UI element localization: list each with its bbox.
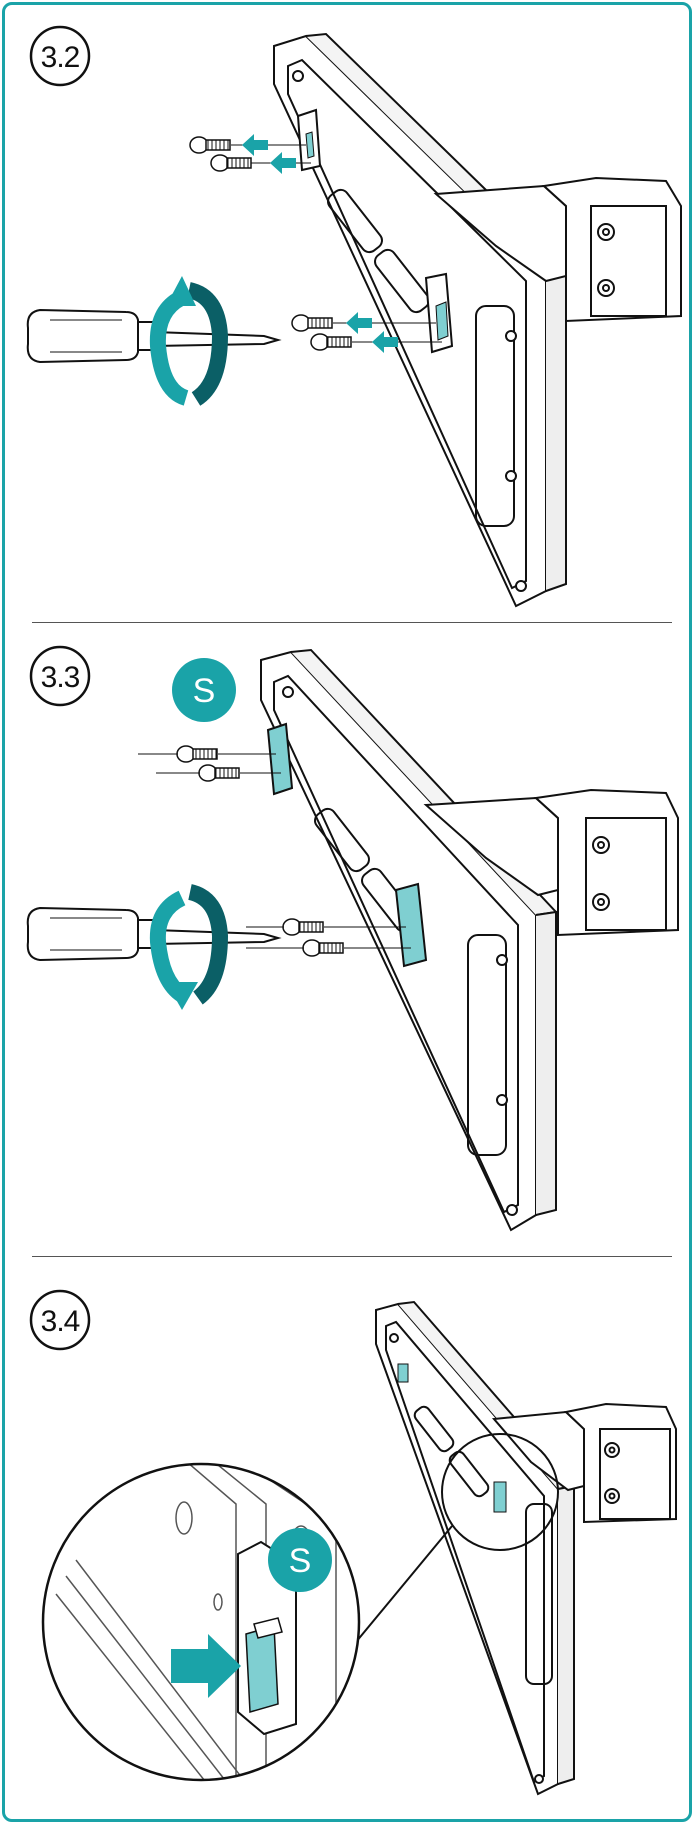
step-panel-3-4: 3.4 [6, 1264, 692, 1820]
s-badge-label: S [289, 1542, 312, 1580]
screw-icon [189, 136, 252, 172]
screwdriver-icon [26, 906, 282, 962]
s-part-small [493, 1481, 507, 1513]
step-number-badge: 3.2 [28, 24, 92, 88]
rotate-arrow-icon [149, 276, 229, 406]
magnify-circle-icon [41, 1462, 361, 1782]
step-number-badge: 3.4 [28, 1288, 92, 1352]
step-panel-3-2: 3.2 [6, 6, 692, 621]
focus-circle [441, 1433, 559, 1551]
section-divider [32, 622, 672, 623]
push-arrow-icon [171, 1634, 241, 1698]
lower-clip [424, 272, 454, 354]
upper-clip [296, 108, 322, 172]
step-3-4-illustration: S [41, 1300, 677, 1796]
step-panel-3-3: 3.3 S [6, 630, 692, 1250]
step-3-2-illustration [26, 32, 682, 608]
rotate-arrow-icon [149, 884, 229, 1010]
step-number-badge: 3.3 [28, 644, 92, 708]
step-label: 3.2 [41, 41, 80, 74]
lower-clip [394, 882, 428, 968]
screw-icon [291, 314, 352, 351]
arm-bracket [423, 788, 679, 937]
screw-icon [282, 918, 344, 957]
s-badge-label: S [193, 672, 216, 710]
screw-icon [176, 745, 240, 782]
arm-bracket [433, 176, 682, 323]
step-label: 3.3 [41, 661, 80, 694]
arm-bracket [491, 1402, 677, 1524]
s-part-badge: S [172, 658, 236, 722]
s-part [245, 1625, 279, 1713]
s-part-badge: S [268, 1528, 332, 1592]
section-divider [32, 1256, 672, 1257]
step-3-3-illustration: S [26, 648, 679, 1232]
step-label: 3.4 [41, 1305, 80, 1338]
push-arrow-icon [242, 134, 398, 353]
